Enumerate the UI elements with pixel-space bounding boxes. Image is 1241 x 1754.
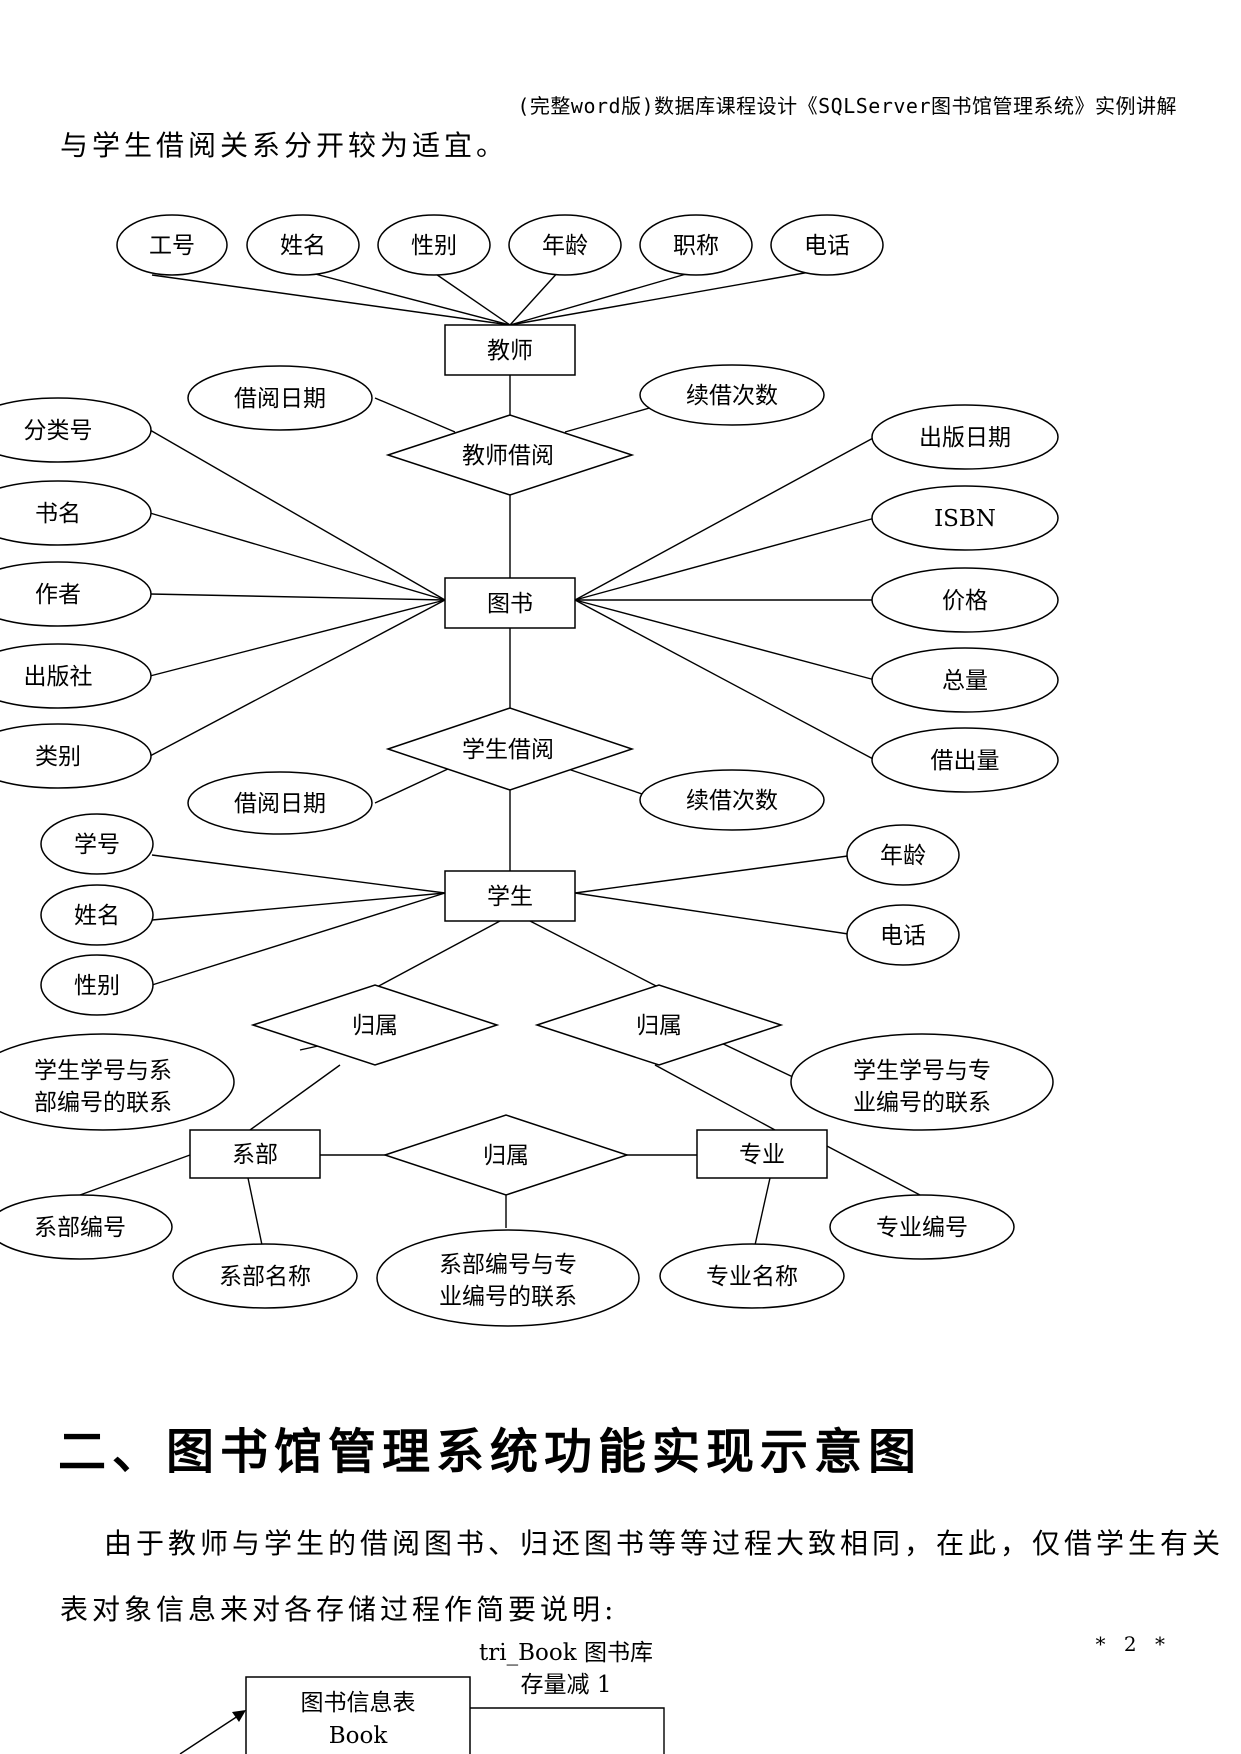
student-attr-no: 学号 [74, 832, 120, 858]
major-name-attr: 专业名称 [706, 1264, 798, 1290]
major-rel-attr-line1: 学生学号与专 [853, 1058, 991, 1084]
teacher-attr-title: 职称 [673, 233, 719, 259]
teacher-attr-ellipse [116, 214, 228, 276]
flow-book-table-en: Book [329, 1723, 389, 1749]
page-number: * 2 * [1095, 1632, 1171, 1656]
teacher-attr-gonghao: 工号 [149, 233, 195, 259]
body-line-1: 由于教师与学生的借阅图书、归还图书等等过程大致相同，在此，仅借学生有关 [104, 1527, 1225, 1560]
book-attr-publisher: 出版社 [24, 664, 93, 690]
book-attr-total: 总量 [942, 668, 988, 694]
book-attr-category: 类别 [35, 744, 81, 770]
major-no-attr: 专业编号 [876, 1215, 968, 1241]
student-attr-age: 年龄 [880, 843, 926, 869]
student-borrow-label: 学生借阅 [462, 737, 554, 763]
teacher-attr-name: 姓名 [280, 233, 326, 259]
major-rel-attr-line2: 业编号的联系 [853, 1090, 991, 1116]
belong-major-label: 归属 [636, 1013, 682, 1039]
student-borrow-relationship [385, 707, 635, 791]
dept-major-rel-attr-line1: 系部编号与专 [439, 1252, 577, 1278]
dept-label: 系部 [232, 1142, 278, 1168]
page-header: (完整word版)数据库课程设计《SQLServer图书馆管理系统》实例讲解 [517, 94, 1177, 118]
flow-book-table-label: 图书信息表 [301, 1690, 416, 1716]
belong-major-relationship [534, 984, 784, 1066]
er-edges [79, 269, 921, 1246]
dept-major-rel-attr-line2: 业编号的联系 [439, 1284, 577, 1310]
book-attr-lent: 借出量 [931, 748, 1000, 774]
flow-arrow-line [179, 1711, 245, 1754]
teacher-attr-phone: 电话 [804, 233, 850, 259]
book-attr-pubdate: 出版日期 [919, 425, 1011, 451]
belong-dept-major-relationship [382, 1114, 630, 1196]
student-label: 学生 [487, 884, 533, 910]
flow-arrow-head [232, 1710, 246, 1722]
sb-renew-attr: 续借次数 [686, 788, 778, 814]
tb-date-attr: 借阅日期 [234, 386, 326, 412]
body-line-2: 表对象信息来对各存储过程作简要说明: [60, 1593, 618, 1626]
dept-name-attr: 系部名称 [219, 1264, 311, 1290]
dept-entity [189, 1129, 321, 1179]
flow-book-table [245, 1676, 471, 1754]
flow-connector [470, 1707, 665, 1754]
teacher-attr-gender: 性别 [411, 233, 457, 259]
tb-renew-attr: 续借次数 [686, 383, 778, 409]
major-label: 专业 [739, 1142, 785, 1168]
dept-rel-attr-line2: 部编号的联系 [34, 1090, 172, 1116]
student-attr-phone: 电话 [880, 923, 926, 949]
sb-date-attr: 借阅日期 [234, 791, 326, 817]
student-attr-name: 姓名 [74, 903, 120, 929]
belong-dept-label: 归属 [352, 1013, 398, 1039]
teacher-entity [444, 324, 576, 376]
book-entity [444, 577, 576, 629]
student-attr-gender: 性别 [74, 973, 120, 999]
belong-dept-relationship [250, 984, 500, 1066]
section-title: 二、图书馆管理系统功能实现示意图 [58, 1424, 923, 1480]
book-attr-title: 书名 [35, 501, 81, 527]
intro-line: 与学生借阅关系分开较为适宜。 [60, 129, 509, 162]
book-label: 图书 [487, 591, 533, 617]
major-entity [696, 1129, 828, 1179]
belong-middle-label: 归属 [483, 1143, 529, 1169]
book-attr-author: 作者 [35, 582, 81, 608]
teacher-attr-age: 年龄 [542, 233, 588, 259]
dept-no-attr: 系部编号 [34, 1215, 126, 1241]
student-entity [444, 870, 576, 922]
teacher-borrow-relationship [385, 414, 635, 496]
book-attr-classno: 分类号 [24, 418, 93, 444]
book-attr-isbn: ISBN [934, 506, 996, 532]
book-attr-price: 价格 [942, 588, 988, 614]
teacher-label: 教师 [487, 338, 533, 364]
dept-rel-attr-line1: 学生学号与系 [34, 1058, 172, 1084]
flow-trigger-label: tri_Book 图书库 [479, 1640, 653, 1666]
teacher-borrow-label: 教师借阅 [462, 443, 554, 469]
flow-trigger-label2: 存量减 1 [521, 1672, 612, 1698]
